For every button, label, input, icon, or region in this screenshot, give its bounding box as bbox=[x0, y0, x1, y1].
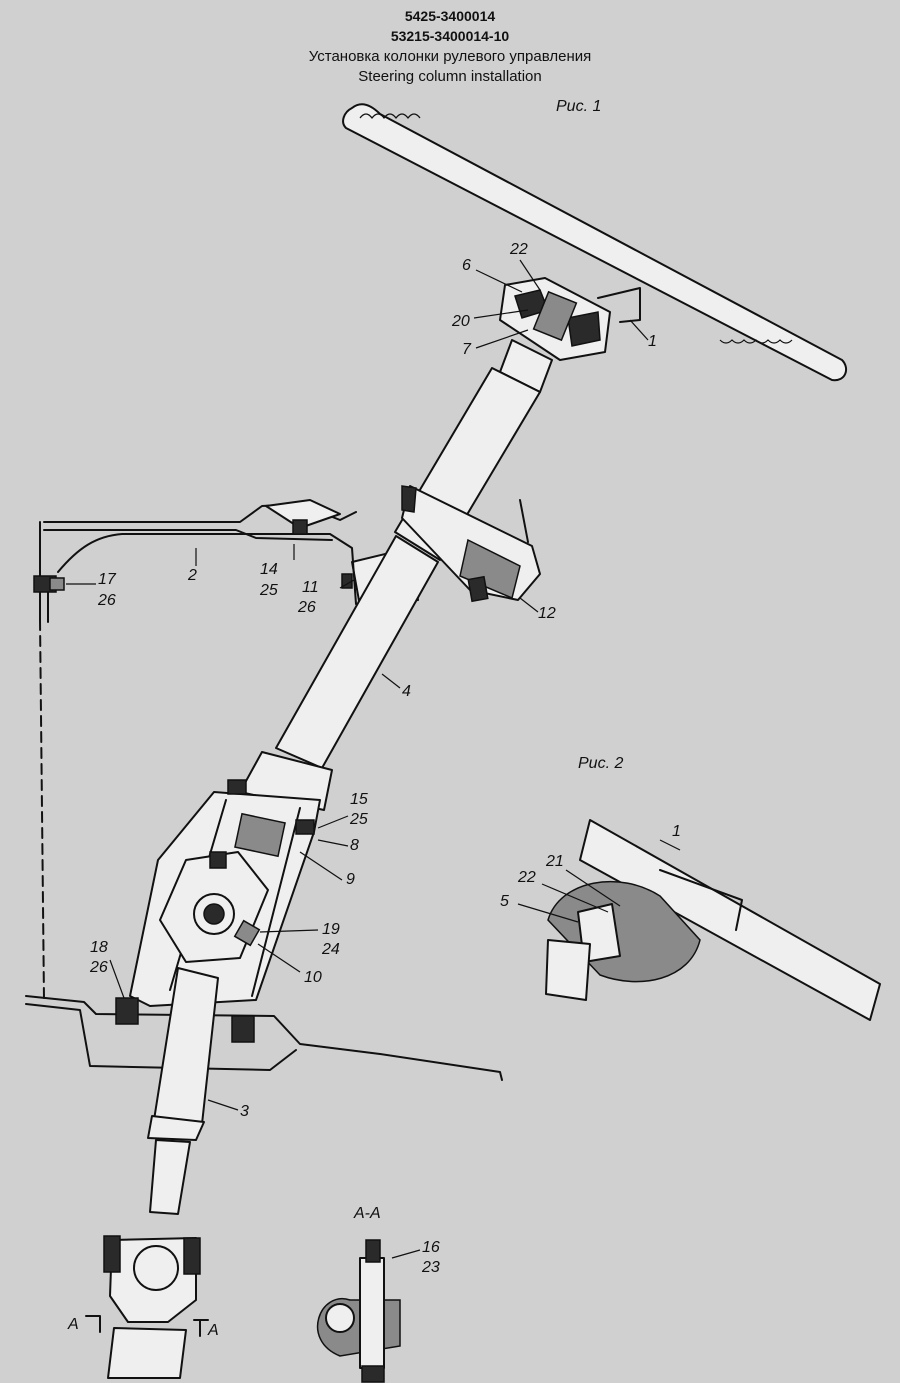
steering-wheel bbox=[342, 103, 848, 382]
callout-25-b: 25 bbox=[350, 811, 368, 828]
leader-lines bbox=[66, 259, 681, 1259]
callout-23: 23 bbox=[422, 1259, 440, 1276]
callout-12: 12 bbox=[538, 605, 556, 622]
section-caption: А-А bbox=[354, 1205, 381, 1222]
callout-19: 19 bbox=[322, 921, 340, 938]
callout-7: 7 bbox=[462, 341, 471, 358]
callout-15: 15 bbox=[350, 791, 368, 808]
callout-16: 16 bbox=[422, 1239, 440, 1256]
title-russian: Установка колонки рулевого управления bbox=[308, 48, 592, 65]
intermediate-shaft bbox=[147, 967, 219, 1215]
detail-fig2 bbox=[545, 819, 881, 1021]
part-number-2: 53215-3400014-10 bbox=[390, 28, 510, 44]
callout-26-b: 26 bbox=[298, 599, 316, 616]
callout-1-top: 1 bbox=[648, 333, 657, 350]
callout-21: 21 bbox=[546, 853, 564, 870]
callout-24: 24 bbox=[322, 941, 340, 958]
callout-1-fig2: 1 bbox=[672, 823, 681, 840]
section-a-a-view bbox=[316, 1239, 401, 1383]
callout-6: 6 bbox=[462, 257, 471, 274]
section-markers bbox=[85, 1315, 209, 1337]
callout-17: 17 bbox=[98, 571, 116, 588]
callout-25-a: 25 bbox=[260, 582, 278, 599]
callout-2: 2 bbox=[188, 567, 197, 584]
callout-26-c: 26 bbox=[90, 959, 108, 976]
fig1-caption: Рис. 1 bbox=[556, 98, 602, 115]
section-mark-left: А bbox=[68, 1316, 79, 1333]
callout-9: 9 bbox=[346, 871, 355, 888]
callout-10: 10 bbox=[304, 969, 322, 986]
callout-20: 20 bbox=[452, 313, 470, 330]
fig2-caption: Рис. 2 bbox=[578, 755, 624, 772]
wheel-hub bbox=[499, 277, 611, 361]
callout-8: 8 bbox=[350, 837, 359, 854]
title-english: Steering column installation bbox=[358, 68, 542, 85]
callout-26-a: 26 bbox=[98, 592, 116, 609]
callout-4: 4 bbox=[402, 683, 411, 700]
dashboard-bracket bbox=[43, 499, 357, 605]
firewall bbox=[33, 521, 65, 1001]
callout-3: 3 bbox=[240, 1103, 249, 1120]
part-number-1: 5425-3400014 bbox=[404, 8, 496, 24]
floor-panel bbox=[25, 995, 503, 1081]
callout-18: 18 bbox=[90, 939, 108, 956]
callout-22-fig2: 22 bbox=[518, 869, 536, 886]
callout-22-top: 22 bbox=[510, 241, 528, 258]
lower-cardan-joint bbox=[103, 1235, 201, 1379]
lower-housing bbox=[129, 779, 321, 1007]
callout-14: 14 bbox=[260, 561, 278, 578]
callout-11: 11 bbox=[302, 579, 319, 596]
callout-5: 5 bbox=[500, 893, 509, 910]
section-mark-right: А bbox=[208, 1322, 219, 1339]
